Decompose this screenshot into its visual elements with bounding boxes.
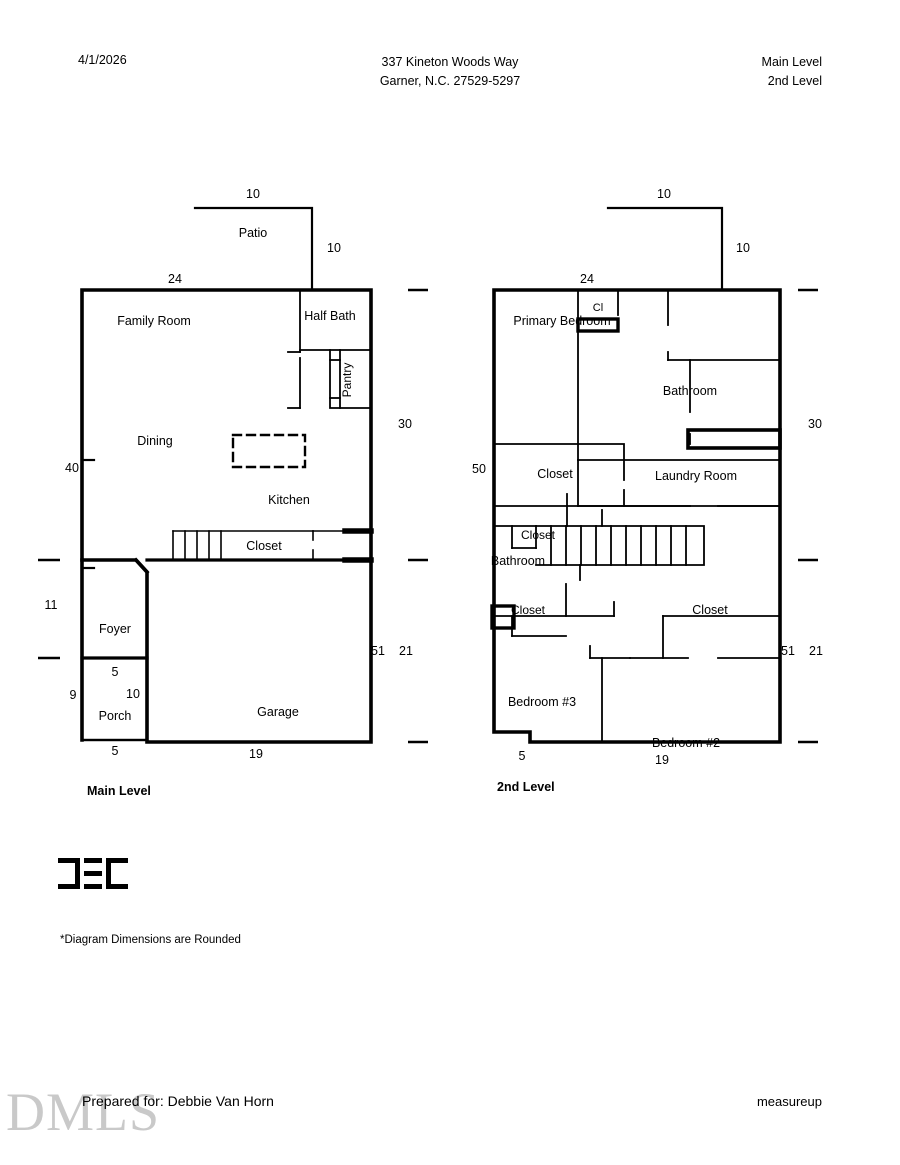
second-dimension-ticks [798, 288, 818, 744]
address-line-2: Garner, N.C. 27529-5297 [379, 74, 521, 88]
dim2-bump-top: 10 [657, 187, 671, 201]
right-wall-openings [342, 528, 374, 563]
caption-main-level: Main Level [87, 784, 151, 798]
second-level-svg: Primary Bedroom Cl Bathroom Laundry Room… [472, 187, 823, 767]
dim2-right-upper: 30 [808, 417, 822, 431]
label-closet-bed2: Closet [692, 603, 728, 617]
address-line-1: 337 Kineton Woods Way [381, 55, 519, 69]
cl-fixture [576, 317, 620, 333]
main-dimension-ticks [38, 288, 428, 744]
dim-left-mid: 11 [45, 598, 58, 612]
second-exterior-wall [492, 288, 782, 744]
dim-porch-height: 10 [126, 687, 140, 701]
label-bedroom-2: Bedroom #2 [652, 736, 720, 750]
dim-right-total-b: 21 [399, 644, 413, 658]
header-level-second: 2nd Level [767, 74, 822, 88]
dim-left-lower: 9 [70, 688, 77, 702]
dim2-left-total: 50 [472, 462, 486, 476]
label-porch: Porch [99, 709, 132, 723]
dim-right-upper: 30 [398, 417, 412, 431]
dim-foyer-width: 5 [112, 665, 119, 679]
second-stairs [550, 525, 687, 566]
main-stairs [172, 530, 222, 561]
dim-left-upper: 40 [65, 461, 79, 475]
hall-bath-fixture [490, 604, 516, 630]
label-closet-main: Closet [246, 539, 282, 553]
patio-outline [193, 206, 314, 292]
label-half-bath: Half Bath [304, 309, 355, 323]
dim-garage-bottom: 19 [249, 747, 263, 761]
bath-tub-fixture [686, 428, 782, 450]
main-level-svg: Patio Family Room Half Bath Pantry Dinin… [38, 187, 428, 761]
label-kitchen: Kitchen [268, 493, 310, 507]
label-patio: Patio [239, 226, 268, 240]
dim2-bottom-left: 5 [519, 749, 526, 763]
dim-porch-bottom: 5 [112, 744, 119, 758]
dimensions-note: *Diagram Dimensions are Rounded [60, 934, 241, 946]
bumpout-outline [606, 206, 724, 292]
label-bedroom-3: Bedroom #3 [508, 695, 576, 709]
label-primary-bedroom: Primary Bedroom [513, 314, 610, 328]
main-exterior-wall [80, 288, 373, 744]
measureup-brand-text: measureup [756, 1094, 822, 1109]
dim2-bump-right: 10 [736, 241, 750, 255]
angled-wall [133, 557, 150, 575]
prepared-for-text: Prepared for: Debbie Van Horn [82, 1093, 274, 1109]
dim-top-wall: 24 [168, 272, 182, 286]
dim-patio-top: 10 [246, 187, 260, 201]
pantry-walls [329, 349, 372, 409]
measureup-logo-icon [58, 858, 128, 892]
label-dining: Dining [137, 434, 172, 448]
label-closet-hall-lower: Closet [511, 603, 546, 617]
dmls-watermark: DMLS [6, 1082, 161, 1142]
header-address: 337 Kineton Woods Way Garner, N.C. 27529… [300, 53, 600, 91]
dim-right-total-a: 51 [371, 644, 385, 658]
label-family-room: Family Room [117, 314, 191, 328]
dim2-top-wall: 24 [580, 272, 594, 286]
caption-second-level: 2nd Level [497, 780, 555, 794]
label-pantry: Pantry [340, 363, 354, 398]
dim2-right-total-b: 21 [809, 644, 823, 658]
label-garage: Garage [257, 705, 299, 719]
kitchen-island [231, 433, 307, 469]
header-level-main: Main Level [761, 55, 822, 69]
label-bathroom-hall: Bathroom [491, 554, 545, 568]
label-cl: Cl [593, 302, 603, 314]
label-closet-hall-upper: Closet [521, 528, 556, 542]
label-foyer: Foyer [99, 622, 131, 636]
header-date: 4/1/2026 [78, 53, 127, 67]
dim2-bottom-main: 19 [655, 753, 669, 767]
main-level-floorplan: Patio Family Room Half Bath Pantry Dinin… [30, 180, 440, 800]
label-bathroom-upper: Bathroom [663, 384, 717, 398]
label-laundry-room: Laundry Room [655, 469, 737, 483]
dim-patio-right: 10 [327, 241, 341, 255]
second-level-floorplan: Primary Bedroom Cl Bathroom Laundry Room… [450, 180, 870, 800]
stairs-outline [535, 525, 705, 566]
dim2-right-total-a: 51 [781, 644, 795, 658]
primary-closet-walls [493, 443, 625, 481]
header-levels: Main Level 2nd Level [762, 53, 822, 91]
label-closet-primary: Closet [537, 467, 573, 481]
